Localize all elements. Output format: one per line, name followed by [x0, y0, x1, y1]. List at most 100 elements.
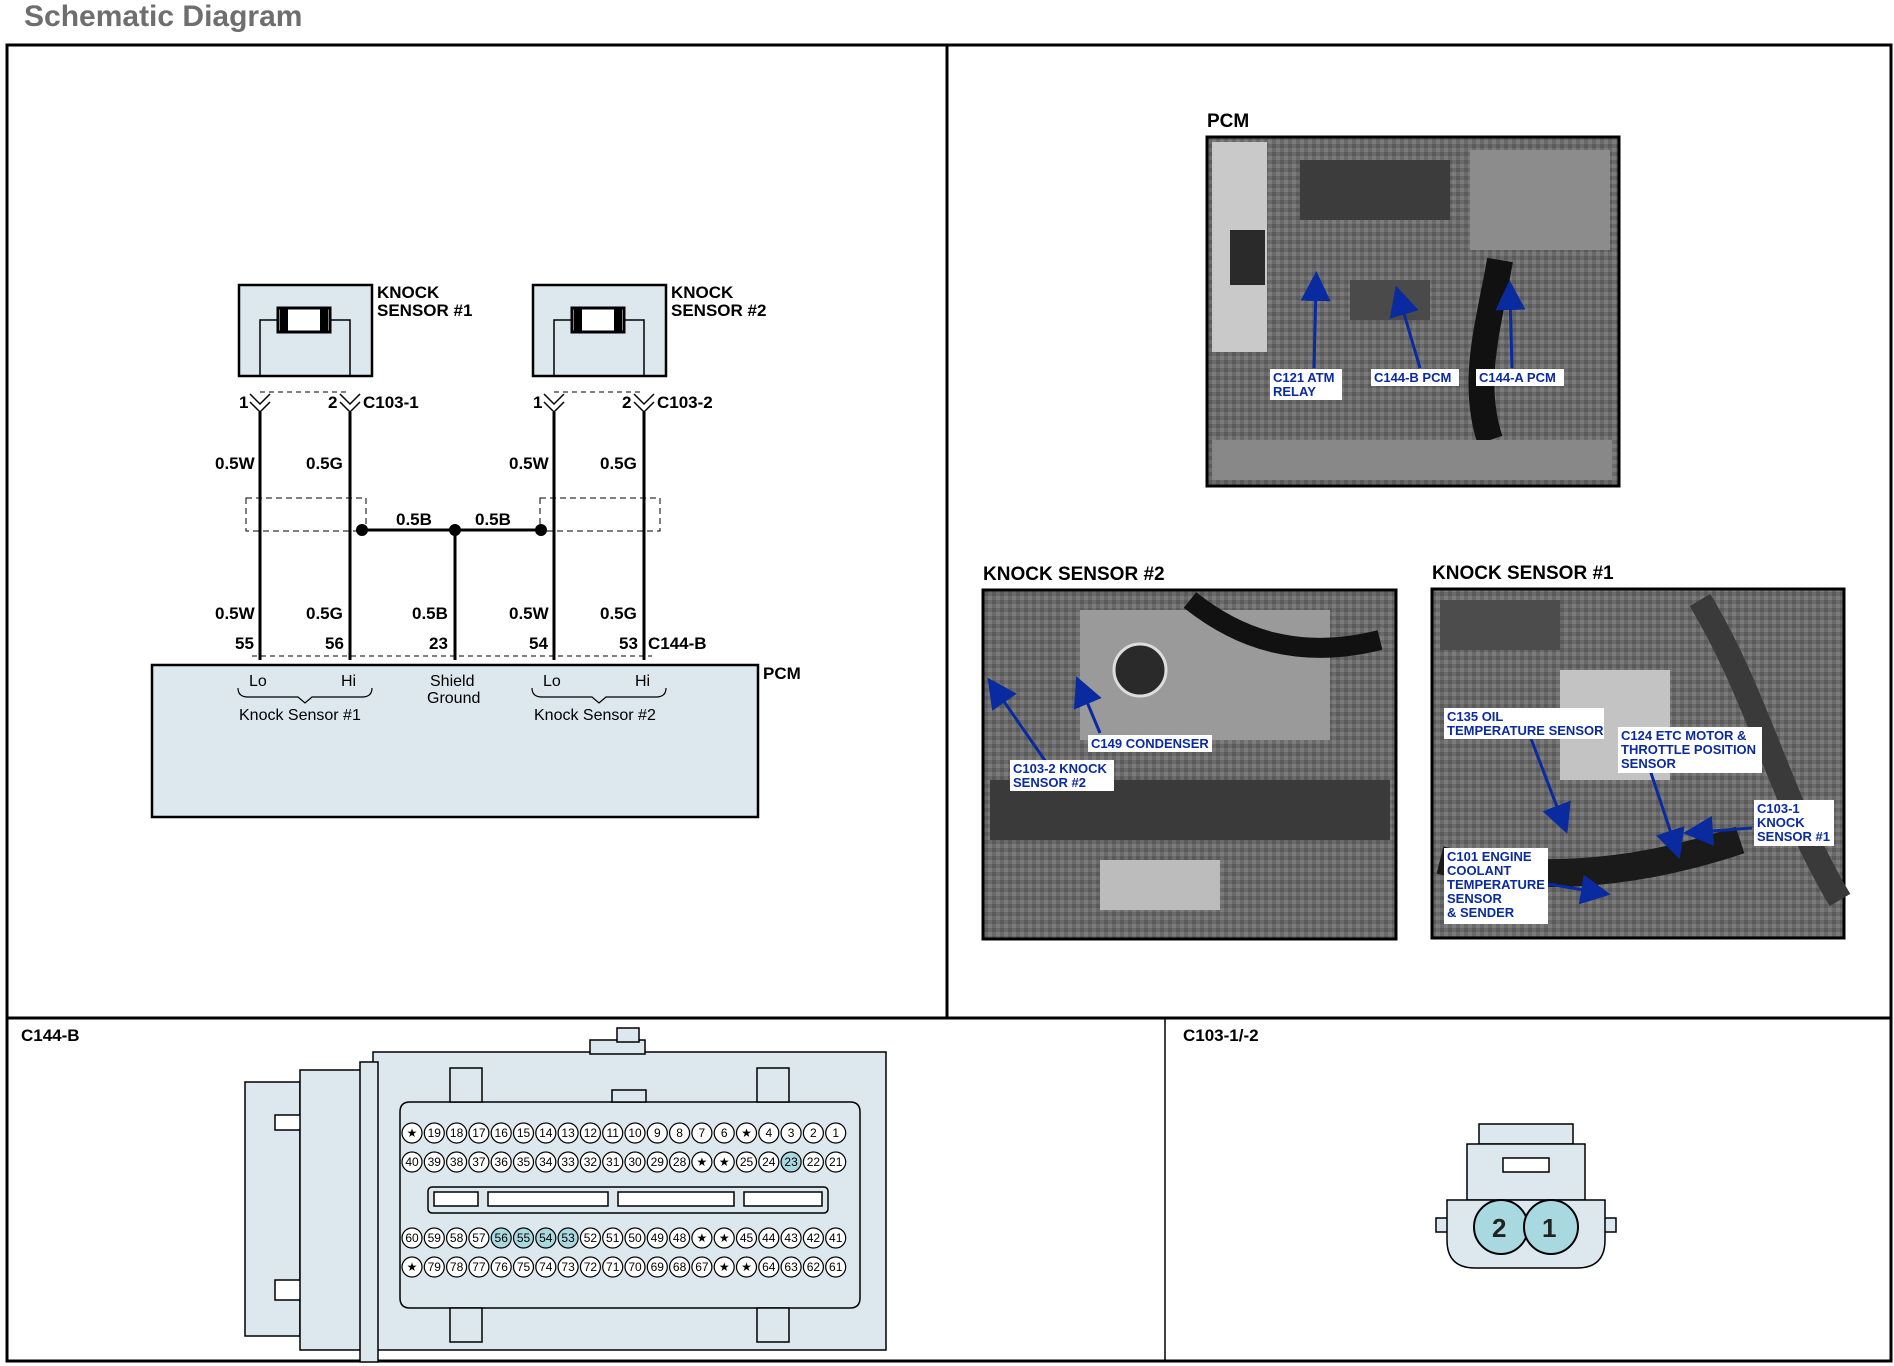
- ks2-photo-callouts: C149 CONDENSER C103-2 KNOCK SENSOR #2: [987, 676, 1212, 791]
- c144b-pin-label: 37: [472, 1155, 486, 1169]
- c144b-pin-label: 62: [807, 1260, 821, 1274]
- c144b-pin-circle: [780, 1122, 802, 1144]
- c144b-pin-circle: [825, 1256, 847, 1278]
- c144b-pin-circle: [691, 1151, 713, 1173]
- c144b-pin-circle: [780, 1151, 802, 1173]
- c144b-pin-circle: [579, 1227, 602, 1249]
- pcm-pin-53: 53: [619, 634, 638, 653]
- c144b-pin-label: 42: [807, 1231, 821, 1245]
- c144b-pin-label: 69: [651, 1260, 665, 1274]
- wire-label-w1: 0.5W: [215, 454, 256, 473]
- c144b-pin-label: 55: [517, 1231, 531, 1245]
- c144b-pin-label: 35: [517, 1155, 531, 1169]
- c144b-pin-circle: [602, 1151, 624, 1173]
- c144b-pin-circle: [423, 1227, 445, 1249]
- pcm-pin-23: 23: [429, 634, 448, 653]
- c144b-pin-circle: [490, 1151, 512, 1173]
- callout-c124-line1: C124 ETC MOTOR &: [1621, 728, 1746, 743]
- knock-sensor-2-symbol: [531, 283, 668, 378]
- c144b-pin-label: 2: [810, 1126, 817, 1140]
- c144b-pin-label: 33: [561, 1155, 575, 1169]
- c144b-pin-label: 24: [762, 1155, 776, 1169]
- wire-label-b-right: 0.5B: [475, 510, 511, 529]
- c144b-pin-circle: [468, 1122, 490, 1144]
- c144b-pin-label: 75: [517, 1260, 531, 1274]
- c144b-pin-label: 50: [628, 1231, 642, 1245]
- c144b-pin-circle: [401, 1122, 423, 1144]
- c144b-pin-label: 41: [829, 1231, 843, 1245]
- c144b-pin-circle: [668, 1151, 691, 1173]
- c144b-pin-circle: [401, 1151, 423, 1173]
- c144b-pin-label: 49: [651, 1231, 665, 1245]
- schematic: KNOCK SENSOR #1 KNOCK SENSOR #2 1 2 C103…: [150, 283, 801, 819]
- c144b-pin-label: 64: [762, 1260, 776, 1274]
- wire-label-b-left: 0.5B: [396, 510, 432, 529]
- c144b-pin-circle: [802, 1227, 825, 1249]
- pcm-photo: [1205, 135, 1621, 488]
- c144b-pin-label: 77: [472, 1260, 486, 1274]
- c144b-pin-circle: [624, 1227, 646, 1249]
- c144b-pin-circle: [735, 1227, 758, 1249]
- c144b-pin-label: 63: [784, 1260, 798, 1274]
- c144b-pin-circle: [557, 1256, 579, 1278]
- c144b-pin-label: 25: [740, 1155, 754, 1169]
- frame: [5, 43, 1893, 1363]
- page-title: Schematic Diagram: [24, 0, 303, 33]
- shield-box-1: [245, 497, 367, 532]
- c144b-pin-label: 8: [676, 1126, 683, 1140]
- c144b-pin-label: 78: [450, 1260, 464, 1274]
- c144b-pin-circle: [490, 1122, 512, 1144]
- c144b-pin-circle: [758, 1151, 780, 1173]
- s2-pin1: 1: [533, 393, 542, 412]
- c144b-pin-circle: [535, 1151, 557, 1173]
- c144b-pin-label: 73: [561, 1260, 575, 1274]
- c103-pin-2: 2: [1492, 1213, 1506, 1243]
- c144b-pin-circle: [713, 1256, 735, 1278]
- c144b-pin-label: 6: [721, 1126, 728, 1140]
- splice-left: [356, 524, 368, 536]
- c144b-pin-label: ★: [697, 1231, 708, 1245]
- c144b-pin-circle: [468, 1227, 490, 1249]
- callout-c135-line2: TEMPERATURE SENSOR: [1447, 723, 1604, 738]
- c144b-pin-circle: [579, 1256, 602, 1278]
- c144b-pin-label: 29: [651, 1155, 665, 1169]
- c144b-pin-circle: [557, 1122, 579, 1144]
- c144b-pin-label: 43: [784, 1231, 798, 1245]
- callout-c103-2-line1: C103-2 KNOCK: [1013, 761, 1108, 776]
- pcm-photo-callouts: C121 ATM RELAY C144-B PCM C144-A PCM: [1270, 271, 1564, 400]
- ks1-pcm-label: Knock Sensor #1: [239, 707, 361, 724]
- c144b-pin-circle: [735, 1151, 758, 1173]
- c144b-pin-circle: [602, 1122, 624, 1144]
- callout-c101-line5: & SENDER: [1447, 905, 1515, 920]
- c144b-pin-circle: [602, 1227, 624, 1249]
- c144b-pin-label: 23: [784, 1155, 798, 1169]
- c144b-pin-label: ★: [719, 1155, 730, 1169]
- c144b-pin-label: 57: [472, 1231, 486, 1245]
- c144b-pin-label: 38: [450, 1155, 464, 1169]
- pcm-pin-55: 55: [235, 634, 254, 653]
- ks2-lo-label: Lo: [543, 673, 561, 690]
- callout-c135-line1: C135 OIL: [1447, 709, 1503, 724]
- callout-c101-line4: SENSOR: [1447, 891, 1503, 906]
- callout-c101-line2: COOLANT: [1447, 863, 1511, 878]
- c144b-pin-circle: [446, 1151, 468, 1173]
- c144b-pin-circle: [423, 1256, 445, 1278]
- c144b-pin-circle: [535, 1122, 557, 1144]
- wire-label-g2: 0.5G: [600, 454, 637, 473]
- c144b-pin-label: 39: [428, 1155, 442, 1169]
- c144b-pin-circle: [802, 1122, 825, 1144]
- pcm-pin-54: 54: [529, 634, 548, 653]
- c103-connector-body: [1435, 1123, 1617, 1269]
- c144b-pin-label: 11: [606, 1126, 619, 1140]
- c144b-pin-circle: [468, 1151, 490, 1173]
- c144b-pin-circle: [802, 1151, 825, 1173]
- c144b-pin-label: ★: [719, 1260, 730, 1274]
- ks1-photo-title: KNOCK SENSOR #1: [1432, 563, 1614, 584]
- c144b-pin-label: 68: [673, 1260, 687, 1274]
- c144b-pin-label: 14: [539, 1126, 553, 1140]
- c144b-pin-label: 72: [584, 1260, 598, 1274]
- connector-c103-2-label: C103-2: [657, 393, 713, 412]
- c144b-pin-label: 10: [628, 1126, 642, 1140]
- c144b-pin-circle: [691, 1227, 713, 1249]
